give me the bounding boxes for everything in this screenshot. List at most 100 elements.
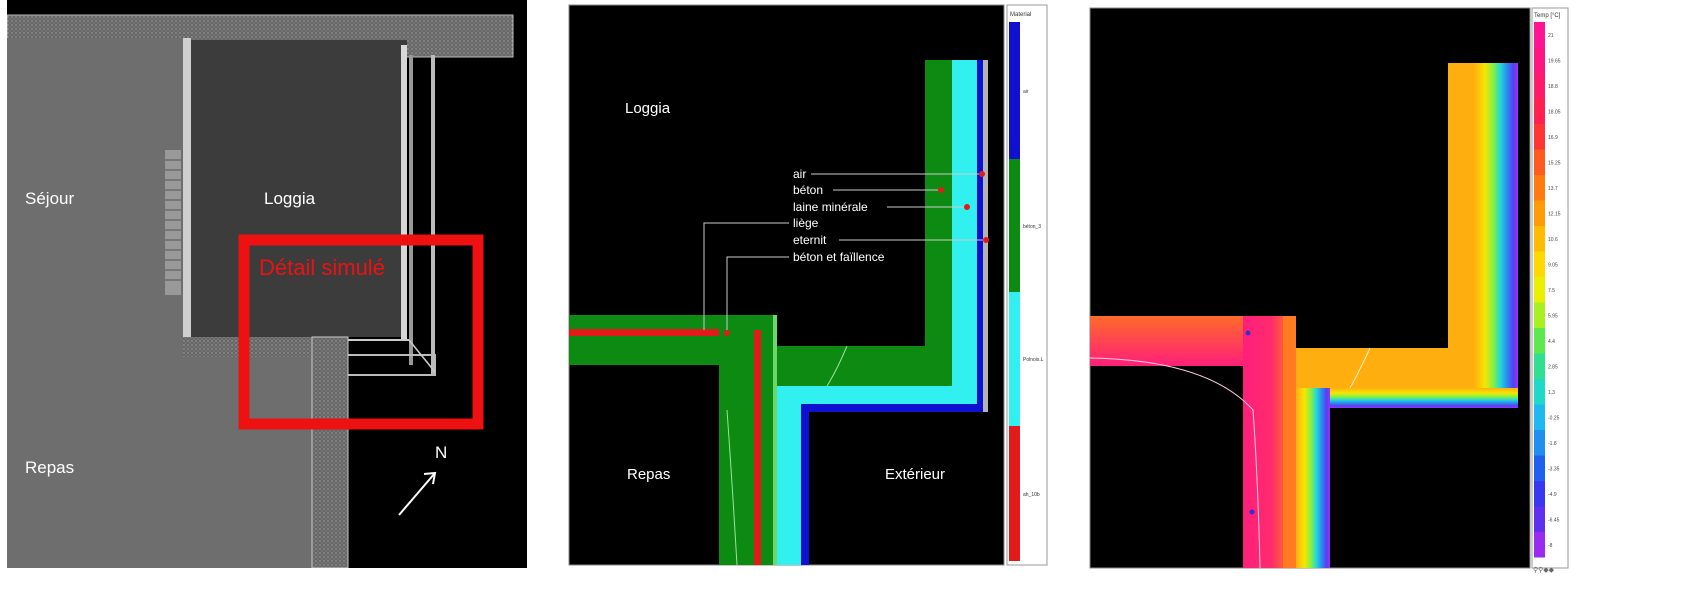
scale-swatch (1534, 404, 1545, 430)
mat-exterieur-label: Extérieur (885, 466, 945, 483)
callout-beton-faience: béton et faïllence (793, 250, 885, 264)
scale-tick-label: 5.95 (1548, 313, 1558, 319)
scale-swatch (1534, 149, 1545, 175)
material-legend-title: Material (1010, 12, 1031, 18)
scale-tick-label: 4.4 (1548, 339, 1555, 345)
callout-air: air (793, 167, 806, 181)
scale-swatch (1534, 302, 1545, 328)
lower-wall (183, 337, 347, 357)
scale-tick-label: 16.9 (1548, 135, 1558, 141)
legend-label-2: Polnois.L (1023, 357, 1044, 363)
scale-swatch (1534, 277, 1545, 303)
materials-svg: Loggia Repas Extérieur air béton laine m… (567, 0, 1049, 568)
scale-swatch (1534, 47, 1545, 73)
material-legend: Material air béton_3 Polnois.L ah_10b (1006, 4, 1048, 566)
left-tile-layer (754, 330, 761, 565)
scale-tick-label: -6.45 (1548, 517, 1560, 523)
scale-tick-label: -0.25 (1548, 415, 1560, 421)
north-arrow-icon (398, 472, 436, 516)
scale-swatch (1534, 455, 1545, 481)
scale-swatch (1534, 353, 1545, 379)
scale-tick-label: 19.65 (1548, 58, 1561, 64)
scale-tick-label: 18.05 (1548, 109, 1561, 115)
scale-swatch (1534, 22, 1545, 48)
loggia-window-wall (401, 45, 407, 340)
thermal-wall (1448, 63, 1474, 388)
scale-tick-label: 10.6 (1548, 237, 1558, 243)
thermal-gradient-vertical (1474, 63, 1518, 408)
loggia-rail (409, 55, 413, 365)
scale-swatch (1534, 200, 1545, 226)
sejour-label: Séjour (25, 189, 74, 208)
vertical-wall (312, 337, 348, 568)
scale-tick-label: -8 (1548, 543, 1553, 549)
temperature-legend-title: Temp [°C] (1534, 13, 1561, 19)
legend-swatch-insulation (1009, 292, 1020, 426)
materials-panel: Loggia Repas Extérieur air béton laine m… (567, 0, 1049, 568)
slab-beton (777, 346, 952, 386)
scale-swatch (1534, 532, 1545, 558)
thermal-slab (1296, 348, 1474, 388)
thermal-panel: Temp [°C] 21 19.65 18.8 18.05 16.9 15.25 13.7 1… (1088, 0, 1570, 575)
right-beton-wall (925, 60, 952, 386)
scale-swatch (1534, 430, 1545, 456)
legend-label-3: ah_10b (1023, 492, 1040, 498)
loggia-room (187, 40, 407, 337)
thermal-toolbar-icons[interactable]: ⚲⚲◆◆ (1533, 566, 1555, 574)
callout-list: air béton laine minérale liège eternit b… (701, 167, 989, 336)
scale-tick-label: 18.8 (1548, 84, 1558, 90)
repas-label: Repas (25, 458, 74, 477)
scale-swatch (1534, 226, 1545, 252)
detail-label: Détail simulé (259, 255, 385, 280)
scale-tick-label: 1.3 (1548, 390, 1555, 396)
floor-plan-panel: Détail simulé Séjour Loggia Repas N (6, 0, 527, 569)
loggia-outer-rail (431, 55, 435, 375)
eternit-horizontal (801, 404, 983, 412)
scale-swatch (1534, 251, 1545, 277)
temperature-legend: Temp [°C] 21 19.65 18.8 18.05 16.9 15.25 13.7 1… (1531, 7, 1569, 574)
callout-laine-minerale: laine minérale (793, 200, 868, 214)
callout-eternit: eternit (793, 233, 827, 247)
insulation-horizontal (777, 386, 977, 404)
legend-swatch-beton (1009, 159, 1020, 292)
legend-label-1: béton_3 (1023, 224, 1041, 230)
eternit-vertical (977, 60, 983, 412)
scale-tick-label: 13.7 (1548, 186, 1558, 192)
detail-box (238, 234, 484, 430)
repas-room (7, 355, 312, 568)
scale-swatch (1534, 175, 1545, 201)
scale-tick-label: 7.5 (1548, 288, 1555, 294)
scale-tick-label: -4.9 (1548, 492, 1557, 498)
mat-repas-label: Repas (627, 466, 670, 483)
scale-swatch (1534, 73, 1545, 99)
scale-tick-label: 21 (1548, 33, 1554, 39)
scale-swatch (1534, 328, 1545, 354)
legend-swatch-air (1009, 22, 1020, 159)
north-label: N (435, 443, 447, 462)
floor-plan-svg: Détail simulé Séjour Loggia Repas N (6, 0, 527, 569)
callout-liege: liège (793, 216, 819, 230)
scale-tick-label: -1.8 (1548, 441, 1557, 447)
radiator (165, 150, 181, 295)
horizontal-tile-layer (569, 329, 773, 336)
isotherm-line (1089, 357, 1261, 569)
eternit-down (801, 404, 809, 565)
scale-tick-label: 15.25 (1548, 160, 1561, 166)
callout-beton: béton (793, 183, 823, 197)
scale-tick-label: -3.35 (1548, 466, 1560, 472)
scale-tick-label: 9.05 (1548, 262, 1558, 268)
scale-tick-label: 2.85 (1548, 364, 1558, 370)
insulation-down (777, 386, 801, 565)
thermal-svg: Temp [°C] 21 19.65 18.8 18.05 16.9 15.25 13.7 1… (1088, 0, 1570, 575)
scale-swatch (1534, 124, 1545, 150)
insulation-vertical (952, 60, 977, 404)
scale-swatch (1534, 379, 1545, 405)
mat-loggia-label: Loggia (625, 100, 671, 117)
scale-swatch (1534, 98, 1545, 124)
scale-tick-label: 12.15 (1548, 211, 1561, 217)
legend-swatch-tile (1009, 426, 1020, 561)
legend-label-0: air (1023, 89, 1029, 95)
loggia-left-wall (183, 38, 191, 340)
thermal-gradient-horizontal (1296, 388, 1518, 408)
scale-swatch (1534, 506, 1545, 532)
